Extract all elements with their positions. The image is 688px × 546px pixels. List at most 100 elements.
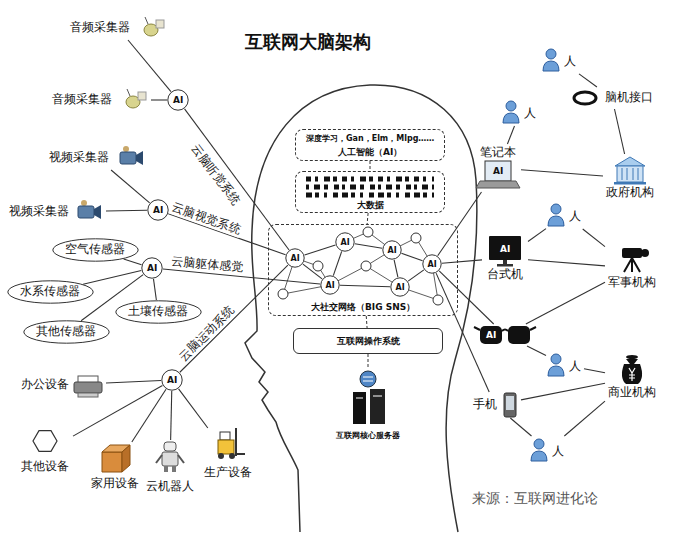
- ai-hub: AI: [167, 89, 189, 111]
- data-squares: [306, 185, 434, 190]
- glasses-node: AI: [477, 324, 533, 346]
- connector: [106, 210, 147, 212]
- node-text: 办公设备: [21, 378, 69, 392]
- ellipse-outline: [115, 301, 200, 323]
- connector: [124, 259, 142, 265]
- institution-node: 政府机构: [603, 154, 657, 202]
- ellipse-outline: [7, 281, 92, 303]
- node-text: 生产设备: [204, 466, 252, 480]
- connector: [527, 346, 546, 356]
- node-text: 其他设备: [21, 460, 69, 474]
- node-text: 笔记本: [480, 146, 516, 160]
- forklift-icon: [218, 440, 234, 454]
- person-node: 人: [546, 201, 584, 229]
- government-icon: [622, 168, 638, 180]
- person-icon: [548, 366, 564, 376]
- person-icon: [531, 451, 547, 461]
- node-text: 云机器人: [146, 480, 194, 494]
- node-text: AI: [500, 244, 510, 254]
- connector: [367, 213, 369, 224]
- forklift-icon: [218, 453, 224, 459]
- diagram-title: 互联网大脑架构: [245, 31, 371, 53]
- connector: [153, 279, 156, 300]
- connector: [583, 229, 605, 247]
- antenna: [145, 17, 148, 24]
- router-icon: [360, 371, 376, 387]
- connector: [528, 260, 605, 266]
- server-node: 互联网核心服务器: [326, 367, 410, 443]
- collector-node: 音频采集器: [49, 88, 151, 112]
- ai-node: AI: [285, 248, 305, 268]
- node-text: 人: [552, 445, 564, 459]
- audio-icon: [156, 20, 164, 28]
- node-text: 视频采集器: [9, 205, 69, 219]
- os-box: 互联网操作系统: [293, 328, 443, 354]
- network-dots: [278, 227, 443, 305]
- node-text: 水系传感器: [20, 285, 80, 299]
- connector: [128, 40, 171, 92]
- hexagon-icon: [33, 431, 57, 452]
- connector: [526, 282, 605, 324]
- mesh-dot: [433, 295, 443, 305]
- circle-outline: [321, 276, 339, 294]
- robot-icon: [162, 452, 178, 466]
- forklift-icon: [236, 453, 245, 455]
- head-outline: [245, 85, 477, 532]
- connector: [132, 389, 166, 442]
- ellipse-outline: [23, 321, 108, 343]
- collector-node: 音频采集器: [67, 16, 169, 40]
- money-bag-symbol: [629, 368, 635, 381]
- node-text: 家用设备: [91, 477, 139, 491]
- phone-icon: [504, 393, 516, 417]
- server-tower: [370, 389, 385, 424]
- network-mesh: [283, 232, 438, 300]
- device-node: 办公设备: [18, 372, 106, 398]
- connector: [436, 273, 489, 392]
- person-node: 人: [529, 436, 567, 464]
- server-tower: [356, 398, 363, 399]
- connector: [106, 380, 161, 383]
- connector: [151, 99, 167, 100]
- node-text: 大数据: [357, 200, 384, 210]
- antenna: [127, 89, 130, 96]
- node-text: AI: [428, 260, 437, 269]
- connector: [171, 391, 172, 440]
- box-icon: [102, 452, 122, 472]
- circle-outline: [286, 249, 304, 267]
- node-text: AI: [147, 263, 157, 273]
- ai-node: AI: [320, 275, 340, 295]
- node-text: 大社交网络（BIG SNS）: [311, 302, 415, 312]
- person-node: 人: [501, 98, 539, 126]
- connector: [394, 260, 398, 277]
- node-text: 人工智能（AI）: [338, 147, 402, 157]
- government-icon: [615, 157, 645, 166]
- node-text: AI: [167, 375, 177, 385]
- connector: [305, 245, 336, 255]
- desktop-icon: [503, 260, 507, 264]
- sensor-ellipse: 其他传感器: [23, 320, 110, 344]
- connector: [180, 265, 288, 372]
- camera-icon: [81, 200, 87, 206]
- node-text: 军事机构: [608, 276, 656, 290]
- node-text: AI: [326, 281, 335, 290]
- device-node: 云机器人: [143, 440, 197, 496]
- person-icon: [543, 61, 559, 71]
- circle-outline: [391, 278, 409, 296]
- big-data-box: 大数据: [295, 171, 445, 213]
- forklift-icon: [235, 428, 237, 456]
- mesh-dot: [313, 261, 323, 271]
- node-text: 手机: [473, 398, 497, 412]
- connector: [333, 251, 341, 275]
- connector: [564, 401, 605, 436]
- node-text: 人: [569, 360, 581, 374]
- connector: [528, 229, 546, 242]
- glasses-icon: [474, 327, 480, 330]
- robot-icon: [164, 466, 168, 472]
- forklift-icon: [220, 432, 230, 440]
- connector: [303, 264, 322, 279]
- connector: [340, 285, 390, 286]
- ai-node: AI: [422, 254, 442, 274]
- node-text: 土壤传感器: [128, 305, 188, 319]
- node-text: 人: [524, 107, 536, 121]
